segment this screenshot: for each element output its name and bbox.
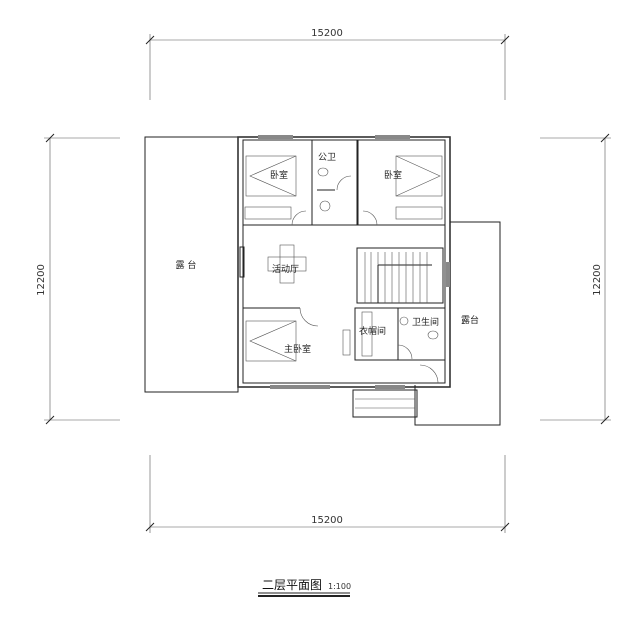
drawing-scale: 1:100	[328, 582, 351, 591]
dimension-top-label: 15200	[311, 28, 343, 39]
dimension-right: 12200	[540, 133, 611, 425]
dimension-bottom-label: 15200	[311, 515, 343, 526]
terrace-right	[414, 221, 501, 426]
master-bedroom-label: 主卧室	[284, 343, 311, 355]
activity-hall-label: 活动厅	[272, 263, 299, 275]
staircase	[356, 247, 444, 304]
bathroom: 卫生间	[397, 307, 446, 361]
closet: 衣帽间	[354, 307, 399, 361]
dimension-bottom: 15200	[145, 455, 510, 533]
dimension-top: 15200	[145, 28, 510, 100]
closet-label: 衣帽间	[359, 325, 386, 337]
master-bedroom: 主卧室	[243, 307, 351, 362]
dimension-left-label: 12200	[36, 264, 47, 296]
bedroom-2: 卧室	[357, 139, 446, 226]
terrace-left-label: 露 台	[176, 259, 197, 271]
windows	[258, 135, 450, 389]
dimension-right-label: 12200	[592, 264, 603, 296]
drawing-title: 二层平面图	[262, 578, 322, 592]
terrace-right-label: 露台	[461, 314, 479, 326]
dimension-left: 12200	[36, 133, 120, 425]
bedroom-1-label: 卧室	[270, 169, 288, 181]
activity-hall: 活动厅	[239, 244, 307, 284]
bedroom-2-label: 卧室	[384, 169, 402, 181]
public-bath: 公卫	[311, 139, 358, 226]
bathroom-label: 卫生间	[412, 316, 439, 328]
public-bath-label: 公卫	[318, 152, 336, 163]
bedroom-1: 卧室	[242, 139, 313, 226]
balcony-railing	[352, 389, 418, 418]
entry-door-swing	[419, 364, 439, 384]
